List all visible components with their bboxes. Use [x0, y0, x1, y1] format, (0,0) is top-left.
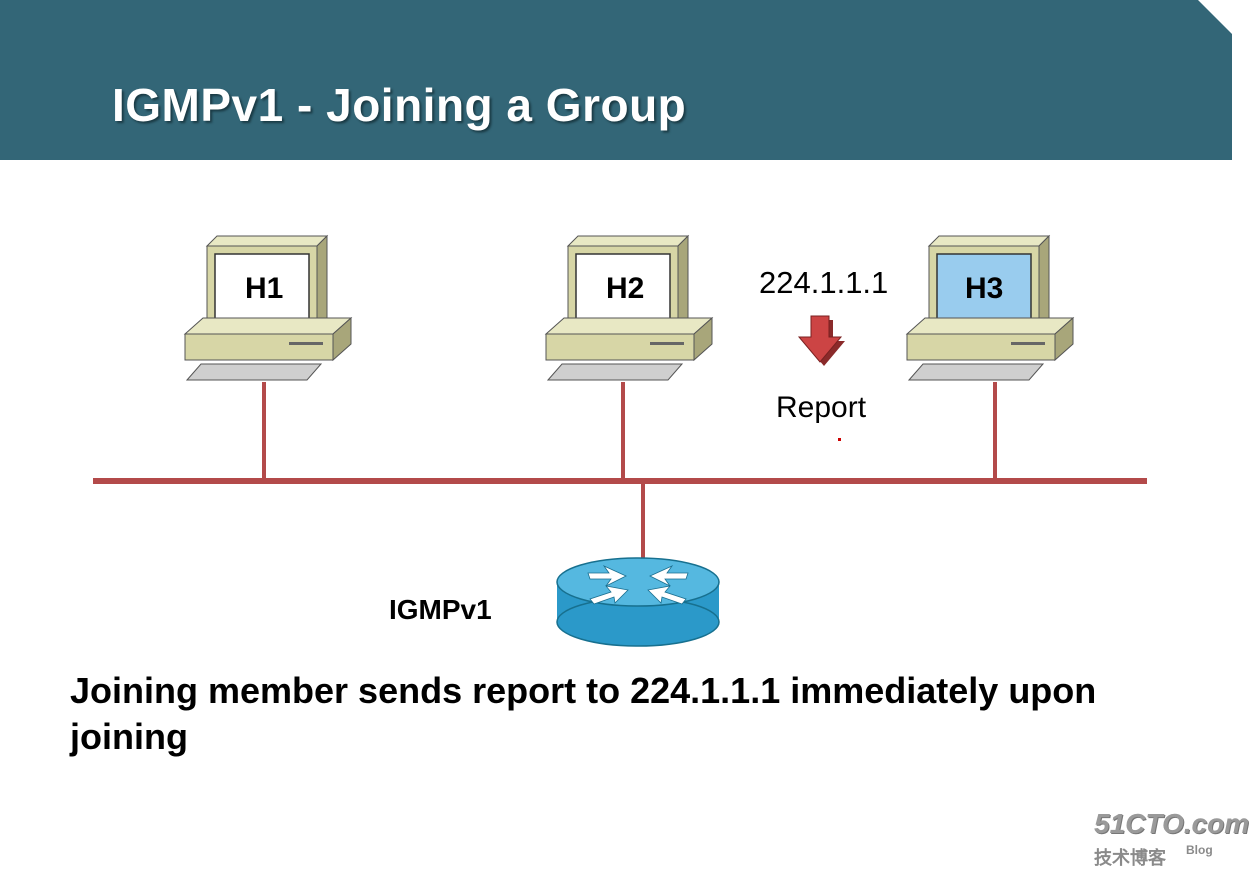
host-h3-label: H3 — [965, 272, 1004, 305]
watermark-site: 51CTO.com — [1094, 808, 1249, 839]
watermark-tag: Blog — [1186, 843, 1213, 857]
host-h3-computer-icon — [905, 234, 1075, 381]
router-icon — [556, 557, 720, 647]
host-h2-label: H2 — [606, 272, 645, 305]
report-arrow-icon — [797, 315, 845, 366]
router-label: IGMPv1 — [389, 594, 492, 625]
host-h1-label: H1 — [245, 272, 284, 305]
slide-caption: Joining member sends report to 224.1.1.1… — [70, 670, 1097, 757]
watermark-subtitle: 技术博客 — [1094, 848, 1166, 868]
ethernet-segment — [93, 382, 1147, 560]
red-dot — [838, 438, 841, 441]
title-bar: IGMPv1 - Joining a Group — [0, 0, 1232, 160]
report-label: Report — [776, 391, 867, 424]
host-h2-computer-icon — [544, 234, 714, 381]
group-address-label: 224.1.1.1 — [759, 265, 889, 300]
page-corner — [1198, 0, 1232, 34]
host-h1-computer-icon — [183, 234, 353, 381]
slide-title: IGMPv1 - Joining a Group — [112, 79, 687, 131]
